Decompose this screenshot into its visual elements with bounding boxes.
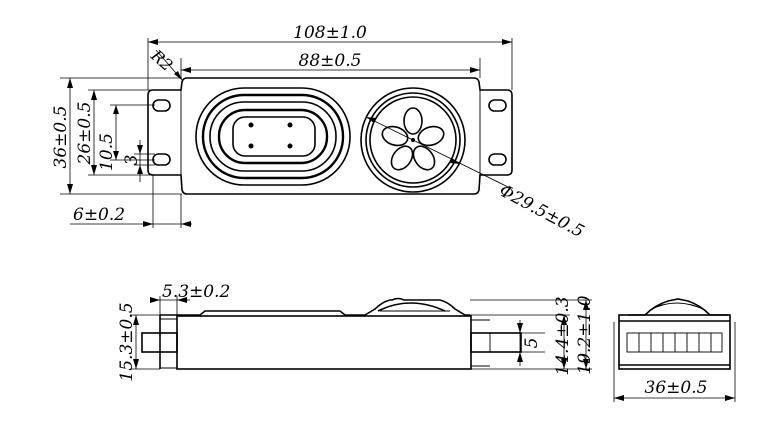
side-view: 5.3±0.2 15.3±0.5 5 14.4±0.3 19.2±1.0 <box>117 282 595 382</box>
slot-width-dim: 3 <box>122 155 142 166</box>
round-speaker <box>360 87 466 193</box>
side-left-tab <box>141 332 178 353</box>
overall-height-dim: 36±0.5 <box>51 106 71 169</box>
thickness-a-dim: 14.4±0.3 <box>553 296 573 375</box>
end-body <box>618 314 731 370</box>
slot-height-dim: 5 <box>522 338 542 349</box>
slot-spacing-dim: 10.5 <box>97 133 117 171</box>
body-length-dim: 88±0.5 <box>299 51 362 71</box>
right-slot-top <box>488 99 507 112</box>
top-view: 108±1.0 88±0.5 R2 36±0.5 26±0.5 10.5 3 <box>51 23 587 242</box>
body-thickness-dim: 15.3±0.5 <box>117 302 137 381</box>
thickness-b-dim: 19.2±1.0 <box>575 295 595 374</box>
left-slot-top <box>152 99 171 112</box>
left-slot-bottom <box>152 153 171 166</box>
tab-width-dim: 6±0.2 <box>73 205 125 225</box>
overall-length-dim: 108±1.0 <box>293 23 367 43</box>
speaker-diameter-dim: Φ29.5±0.5 <box>496 181 588 242</box>
side-right-tab <box>470 332 522 353</box>
oval-radiator <box>195 87 351 186</box>
end-width-dim: 36±0.5 <box>645 378 708 398</box>
tab-height-dim: 5.3±0.2 <box>162 282 230 302</box>
body-height-dim: 26±0.5 <box>75 102 95 166</box>
right-slot-bottom <box>488 153 507 166</box>
side-body <box>176 315 472 370</box>
corner-radius-dim: R2 <box>147 45 177 75</box>
body-outline <box>147 77 513 195</box>
end-view: 36±0.5 <box>613 298 736 402</box>
